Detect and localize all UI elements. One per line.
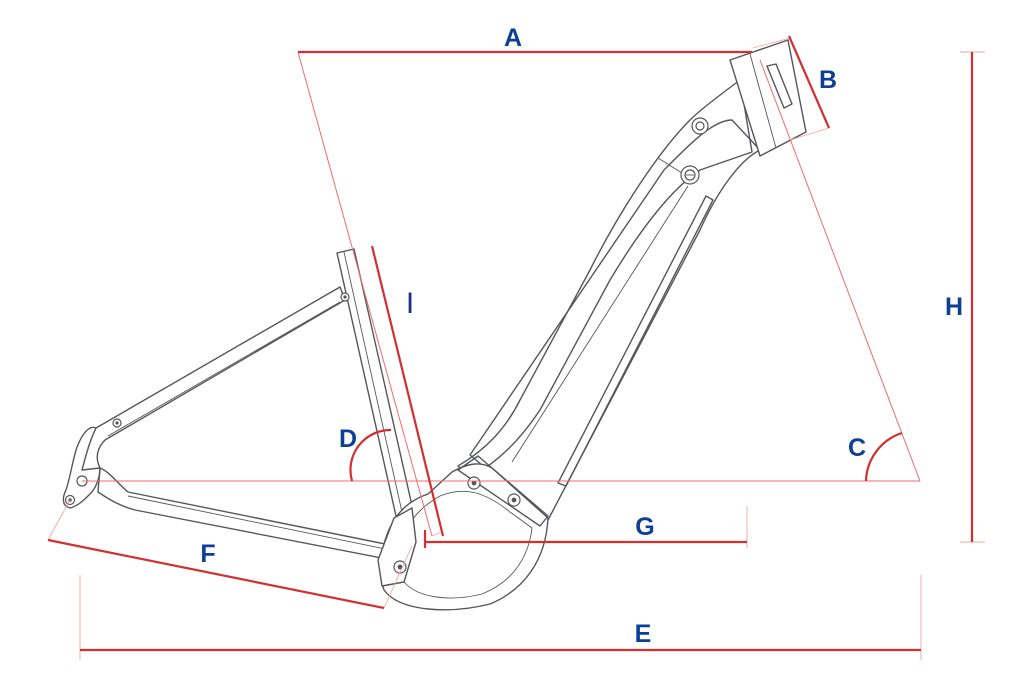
shock-mount-bolt (680, 165, 700, 185)
head-tube-guide-top (752, 37, 791, 49)
angle-c-arc (864, 431, 903, 482)
angle-d-arc (349, 428, 392, 482)
label-f: F (200, 540, 215, 568)
label-h: H (945, 293, 963, 321)
pivot-bolt (467, 476, 481, 490)
down-tube-inner-line (511, 185, 689, 463)
seat-stay (81, 286, 346, 471)
dimension-b-line (787, 35, 831, 129)
head-tube-guide-bottom (789, 127, 830, 141)
chainstay-guide-right (383, 545, 413, 609)
bike-frame (62, 39, 807, 611)
cable-grommet (691, 117, 709, 135)
rear-dropout (62, 426, 101, 509)
pivot-bolt (112, 418, 122, 428)
chain-stay (97, 467, 393, 561)
dimension-labels: A B C D E F G H I (200, 24, 963, 648)
motor-mount-plate (457, 455, 549, 527)
dimension-f-line (47, 538, 385, 610)
reach-guide-left (297, 51, 433, 537)
label-e: E (635, 620, 652, 648)
chain-stay-inner-line (127, 495, 391, 551)
battery-cover (557, 195, 714, 487)
head-tube-inner-line (749, 53, 777, 149)
top-tube (457, 79, 753, 479)
head-angle-guide (759, 59, 921, 482)
chainstay-guide-left (47, 499, 71, 541)
cable-port (766, 63, 793, 109)
seat-tube-guide-bottom (431, 531, 442, 537)
head-tube (729, 39, 807, 157)
label-c: C (848, 434, 866, 462)
label-i: I (406, 287, 414, 320)
seat-tube-inner-line (343, 251, 403, 513)
label-d: D (339, 425, 357, 453)
pivot-bolt (340, 292, 350, 302)
label-b: B (819, 66, 837, 94)
guide-lines (47, 37, 985, 660)
dimension-lines (47, 35, 974, 652)
label-g: G (635, 513, 654, 541)
label-a: A (504, 24, 522, 52)
dimension-i-line (370, 245, 445, 537)
pivot-bolt (507, 493, 521, 507)
seat-stay-inner-line (107, 301, 341, 437)
seat-tube (336, 248, 414, 517)
